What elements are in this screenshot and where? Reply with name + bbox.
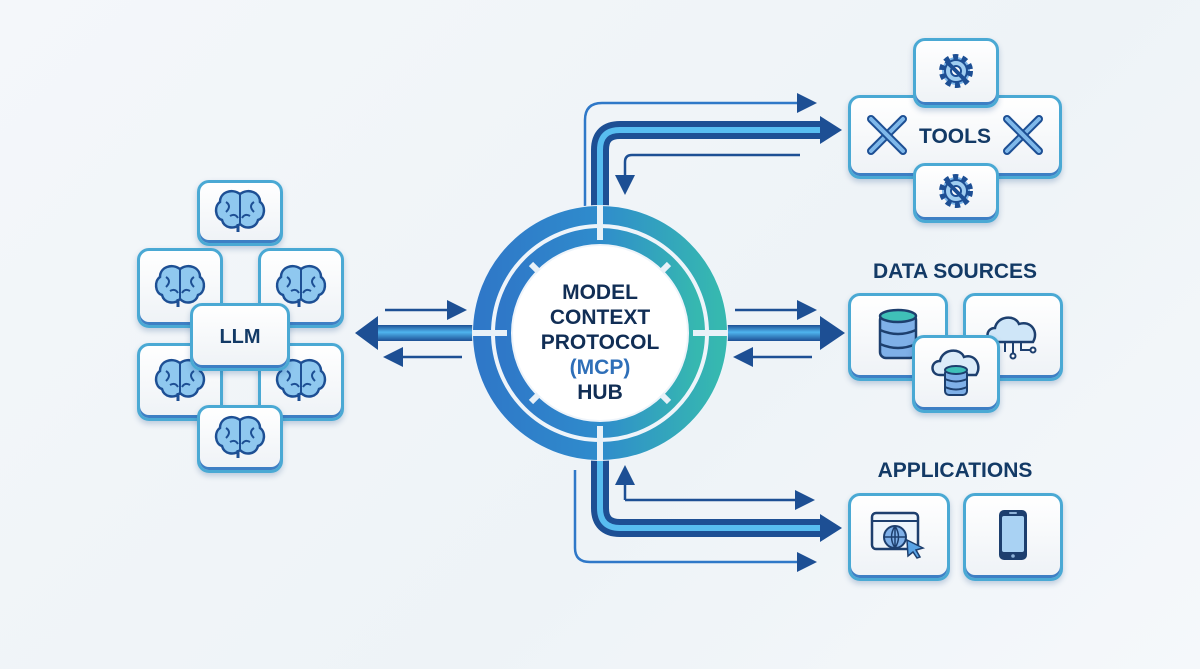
cloud-database-card bbox=[912, 335, 1000, 413]
cloud-database-icon bbox=[928, 345, 984, 404]
hub-tools-connector bbox=[583, 93, 842, 215]
hub-label-line: PROTOCOL bbox=[540, 331, 660, 354]
mcp-hub-ring bbox=[472, 205, 728, 461]
llm-hub-connector bbox=[355, 300, 482, 367]
brain-icon bbox=[273, 263, 329, 314]
brain-icon bbox=[212, 414, 268, 465]
hub-label-line: CONTEXT bbox=[549, 306, 651, 329]
hub-label-line: MODEL bbox=[562, 281, 638, 304]
llm-label: LLM bbox=[219, 325, 261, 348]
browser-globe-cursor-icon bbox=[869, 510, 929, 565]
brain-icon bbox=[152, 263, 208, 314]
hub-label: MODEL CONTEXT PROTOCOL (MCP) HUB bbox=[520, 280, 680, 405]
gear-card bbox=[913, 163, 999, 223]
gear-card bbox=[913, 38, 999, 108]
tools-label: TOOLS bbox=[919, 125, 991, 148]
smartphone-icon bbox=[996, 508, 1030, 567]
data-sources-label: DATA SOURCES bbox=[872, 260, 1038, 283]
brain-icon bbox=[212, 188, 268, 239]
wrench-screwdriver-icon bbox=[865, 113, 909, 162]
mobile-app-card bbox=[963, 493, 1063, 581]
gear-wrench-icon bbox=[936, 51, 976, 96]
hub-data-sources-connector bbox=[718, 300, 845, 367]
gear-wrench-icon bbox=[936, 171, 976, 216]
wrench-screwdriver-icon bbox=[1001, 113, 1045, 162]
brain-card bbox=[197, 405, 283, 473]
hub-label-line: HUB bbox=[577, 381, 623, 404]
cloud-circuit-icon bbox=[981, 310, 1045, 365]
web-app-card bbox=[848, 493, 950, 581]
llm-card: LLM bbox=[190, 303, 290, 371]
applications-label: APPLICATIONS bbox=[877, 459, 1033, 482]
brain-card bbox=[197, 180, 283, 246]
hub-label-acronym: (MCP) bbox=[569, 356, 631, 379]
hub-applications-connector bbox=[573, 450, 842, 572]
